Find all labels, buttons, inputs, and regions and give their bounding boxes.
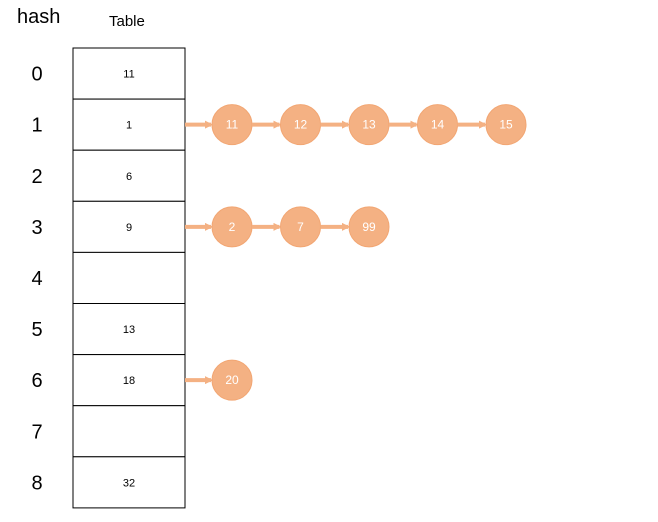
table-cell [72,98,186,151]
chain-node-value: 12 [294,118,308,132]
hash-index-label: 5 [31,319,42,341]
collision-chain: 20 [185,359,253,401]
table-cell [72,47,186,100]
table-cell [72,251,186,304]
chain-node-value: 99 [362,220,376,234]
chain-node [485,104,527,146]
hash-column-header: hash [17,6,60,28]
chain-node-value: 20 [225,373,239,387]
collision-chain: 2 7 99 [185,206,390,248]
hash-index-label: 6 [31,370,42,392]
hash-index-label: 2 [31,166,42,188]
chain-node-value: 2 [229,220,236,234]
table-row: 6 18 [31,354,186,407]
table-cell [72,354,186,407]
chain-node-value: 13 [362,118,376,132]
chain-node-value: 11 [226,118,239,132]
hash-index-label: 0 [31,64,42,86]
table-cell-value: 32 [123,477,135,489]
table-cell-value: 6 [126,171,132,183]
hash-index-label: 3 [31,217,42,239]
table-row: 8 32 [31,456,186,509]
chain-node [348,206,390,248]
collision-chain: 11 12 13 14 15 [185,104,527,146]
table-cell [72,200,186,253]
table-row: 4 [31,251,186,304]
chain-node-value: 15 [499,118,513,132]
chain-node-value: 14 [431,118,445,132]
table-cell [72,456,186,509]
table-cell-value: 18 [123,375,135,387]
table-cell [72,405,186,458]
table-row: 7 [31,405,186,458]
collision-chains: 11 12 13 14 15 2 7 99 20 [185,104,527,401]
hash-index-label: 1 [31,115,42,137]
table-row: 0 11 [31,47,186,100]
chain-node [211,359,253,401]
hash-index-label: 8 [31,472,42,494]
hash-index-label: 4 [31,268,42,290]
chain-node-value: 7 [297,220,304,234]
table-row: 5 13 [31,303,186,356]
table-cell-value: 9 [126,222,132,234]
hash-index-label: 7 [31,421,42,443]
table-cell-value: 11 [123,69,134,81]
table-cell-value: 1 [126,120,132,132]
table-cell-value: 13 [123,324,135,336]
table-cell [72,149,186,202]
table-column-header: Table [109,13,145,30]
